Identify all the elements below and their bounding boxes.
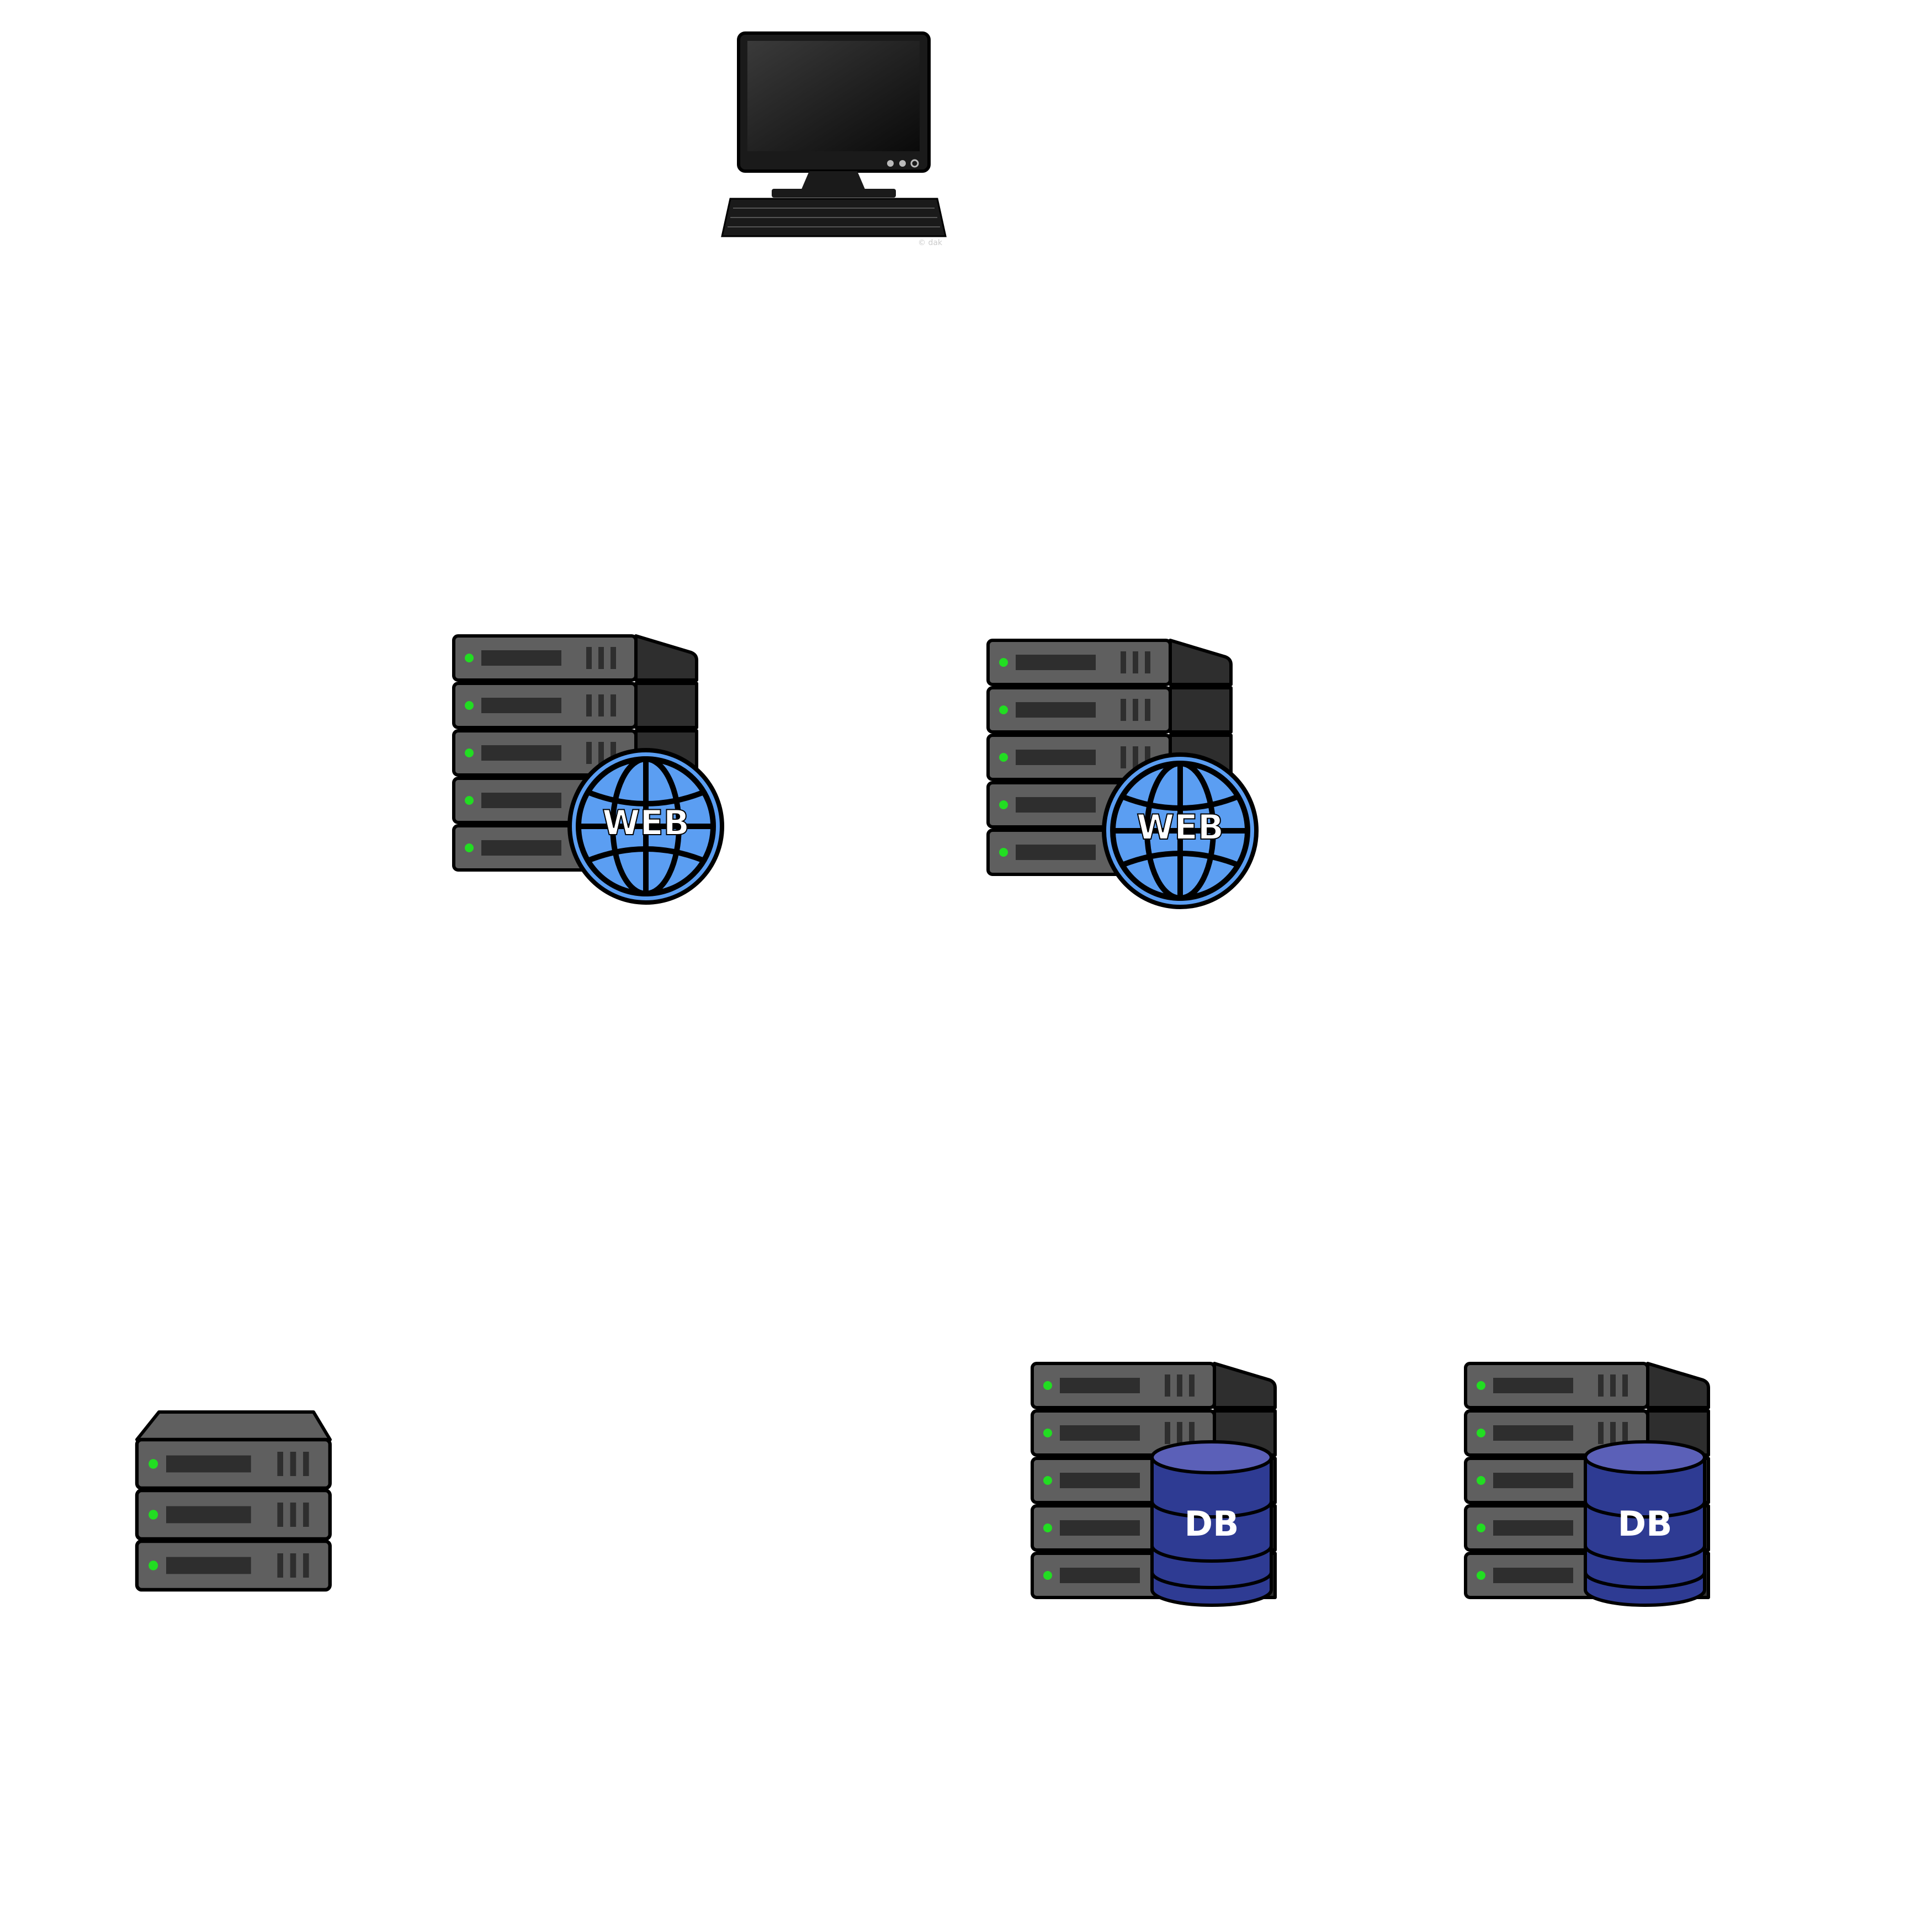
web-badge-label: WEB [602, 803, 689, 843]
web-globe-icon: WEB [1104, 755, 1256, 907]
database-icon: DB [1585, 1442, 1705, 1605]
web-server-2[interactable]: WEB [988, 640, 1256, 907]
web-badge-label: WEB [1137, 807, 1224, 847]
database-server-1[interactable]: DB [1032, 1363, 1275, 1605]
database-icon: DB [1152, 1442, 1271, 1605]
db-badge-label: DB [1618, 1504, 1673, 1544]
plain-server[interactable] [137, 1410, 330, 1590]
db-badge-label: DB [1185, 1504, 1239, 1544]
database-server-2[interactable]: DB [1466, 1363, 1708, 1605]
web-server-1[interactable]: WEB [454, 636, 722, 903]
web-globe-icon: WEB [570, 750, 722, 903]
server-icon [137, 1410, 330, 1590]
watermark-text: © dak [918, 238, 943, 247]
desktop-computer-icon[interactable]: © dak [721, 31, 947, 247]
